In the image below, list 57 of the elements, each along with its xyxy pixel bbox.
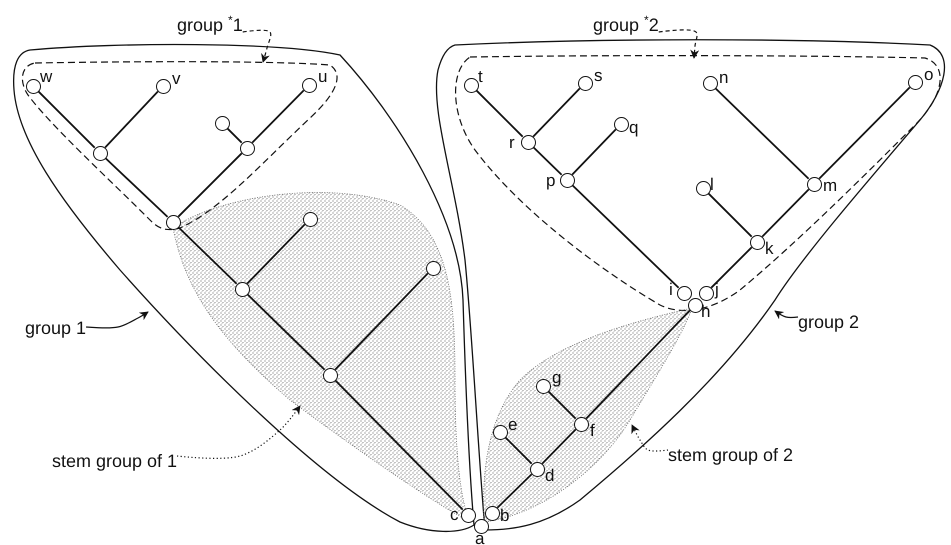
node-letter: j — [715, 281, 719, 298]
branch-line — [710, 246, 752, 288]
branch-line — [246, 224, 306, 284]
node-letter: r — [509, 134, 515, 151]
node-letter: m — [823, 177, 838, 194]
branch-line — [818, 86, 910, 180]
node-letter: g — [552, 369, 562, 386]
leader-arrow — [177, 405, 301, 459]
branch-line — [504, 436, 532, 464]
node-letter: p — [546, 172, 556, 189]
branch-line — [38, 90, 96, 148]
group-label: stem group of 2 — [668, 445, 794, 465]
branch-line — [104, 158, 168, 218]
branch-line — [542, 428, 576, 464]
branch-line — [532, 146, 562, 176]
node-letter: n — [719, 69, 728, 86]
branch-line — [334, 272, 428, 370]
leader-arrow — [774, 310, 798, 320]
group-label: group $^{*}$1 — [177, 10, 243, 35]
branch-line — [178, 152, 242, 218]
branch-line — [762, 188, 810, 238]
node-letter: v — [172, 70, 180, 87]
node-letter: i — [669, 281, 673, 298]
branch-line — [532, 88, 580, 138]
branch-line — [572, 128, 616, 176]
node-letter: e — [508, 416, 518, 433]
node-letter: q — [629, 119, 638, 136]
node-letter: k — [765, 240, 774, 257]
leader-arrow — [658, 29, 700, 59]
node-letter: t — [478, 68, 483, 85]
branch-line — [708, 192, 752, 238]
node-letter: b — [500, 507, 510, 524]
node-letter: a — [475, 530, 484, 545]
group-label: group 2 — [798, 312, 860, 332]
branch-line — [104, 90, 159, 148]
node-letter: s — [594, 67, 602, 84]
group-label: stem group of 1 — [52, 451, 178, 471]
leader-arrow — [86, 312, 149, 328]
leader-arrow — [631, 424, 668, 452]
branch-line — [226, 128, 242, 144]
branch-line — [548, 390, 576, 420]
branch-line — [178, 226, 238, 284]
leader-arrow — [242, 30, 272, 63]
branch-line — [476, 90, 524, 138]
node-letter: o — [924, 66, 934, 83]
node-letter: c — [450, 506, 458, 523]
group-label: group $^{*}$2 — [593, 10, 659, 35]
branch-line — [572, 184, 680, 288]
branch-line — [246, 294, 326, 370]
node-letter: d — [545, 467, 554, 484]
node-letter: u — [318, 68, 328, 85]
node-letter: f — [590, 422, 595, 439]
group-label: group 1 — [25, 318, 86, 338]
branch-line — [714, 88, 810, 180]
branch-line — [252, 90, 304, 144]
node-letter: w — [40, 68, 52, 85]
node-letter: l — [710, 176, 714, 193]
